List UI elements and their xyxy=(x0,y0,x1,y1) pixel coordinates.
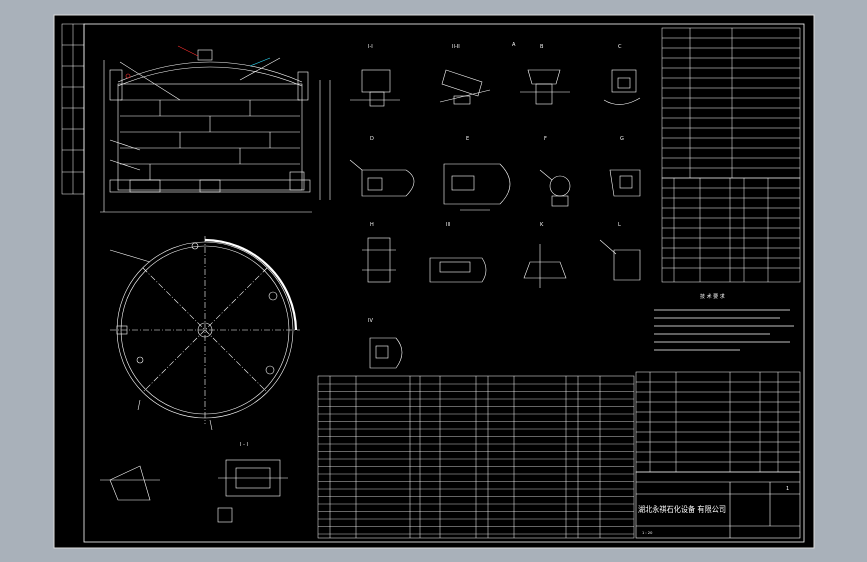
detail-label-8: F xyxy=(544,136,547,142)
detail-label-12: K xyxy=(540,222,544,228)
tank-plan-view xyxy=(109,236,300,431)
detail-label-11: III xyxy=(446,222,450,228)
revision-strip xyxy=(61,23,85,195)
detail-views-row1 xyxy=(350,69,641,107)
design-data-table xyxy=(661,27,801,179)
title-block-sheet-no: 1 xyxy=(786,486,789,492)
detail-views-row2 xyxy=(349,159,641,211)
detail-view-row4 xyxy=(369,337,403,369)
tech-requirements-text-lines xyxy=(654,309,794,351)
detail-label-10: H xyxy=(370,222,374,228)
nozzle-table xyxy=(661,177,801,283)
title-block-scale: 1 : 20 xyxy=(642,531,653,535)
detail-label-9: G xyxy=(620,136,624,142)
detail-label-6: D xyxy=(370,136,374,142)
detail-label-7: E xyxy=(466,136,469,142)
detail-views-row3 xyxy=(362,237,641,288)
detail-label-3: A xyxy=(512,42,516,48)
detail-label-2: II-II xyxy=(452,44,460,50)
drawing-border xyxy=(83,23,805,543)
detail-label-5: C xyxy=(618,44,622,50)
tech-requirements-title: 技 术 要 求 xyxy=(700,293,725,300)
parts-list-rows xyxy=(318,383,634,535)
tank-elevation-view xyxy=(100,49,331,213)
detail-label-1: I-I xyxy=(368,44,373,50)
detail-label-14: IV xyxy=(368,318,373,324)
section-views-bottom-left xyxy=(100,459,288,523)
title-block-company: 湖北永祺石化设备 有限公司 xyxy=(638,504,726,514)
detail-label-4: B xyxy=(540,44,544,50)
section-label: I - I xyxy=(240,442,248,448)
elevation-accent-marks xyxy=(125,45,271,79)
detail-label-13: L xyxy=(618,222,621,228)
title-block xyxy=(635,471,801,539)
parts-list-table xyxy=(317,375,635,539)
